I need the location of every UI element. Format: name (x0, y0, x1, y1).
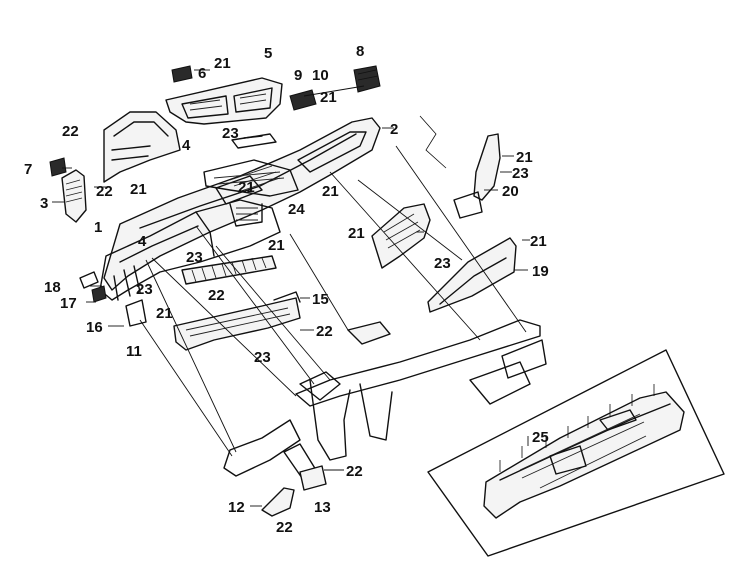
lower-bracket-12 (261, 487, 295, 517)
air-vent-8 (353, 65, 381, 93)
callout-21: 21 (530, 233, 547, 250)
callout-24: 24 (288, 201, 305, 218)
callout-23: 23 (136, 281, 153, 298)
callout-4: 4 (138, 233, 147, 250)
callout-2: 2 (390, 121, 398, 138)
air-vent-7 (49, 157, 67, 177)
callout-22: 22 (208, 287, 225, 304)
callout-17: 17 (60, 295, 77, 312)
side-vent-housing (61, 169, 87, 223)
lower-knee-panel (173, 291, 301, 351)
callout-21: 21 (156, 305, 173, 322)
callout-23: 23 (186, 249, 203, 266)
right-side-panel (419, 115, 501, 219)
callout-22: 22 (62, 123, 79, 140)
callout-3: 3 (40, 195, 48, 212)
callout-25: 25 (532, 429, 549, 446)
callout-10: 10 (312, 67, 329, 84)
callout-23: 23 (434, 255, 451, 272)
callout-21: 21 (516, 149, 533, 166)
callout-22: 22 (276, 519, 293, 536)
callout-22: 22 (346, 463, 363, 480)
air-vent-9 (289, 89, 317, 111)
glove-box (427, 237, 517, 313)
callout-21: 21 (130, 181, 147, 198)
console-top-piece (347, 321, 391, 345)
callout-21: 21 (322, 183, 339, 200)
assembled-dashboard-inset (427, 349, 725, 557)
callout-23: 23 (512, 165, 529, 182)
callout-16: 16 (86, 319, 103, 336)
cross-car-beam (223, 319, 547, 479)
glove-box-liner (371, 203, 431, 269)
callout-11: 11 (126, 343, 142, 360)
callout-labels: 1 2 3 4 4 5 6 7 8 9 10 11 12 13 15 16 17… (24, 43, 549, 536)
callout-21: 21 (214, 55, 231, 72)
dashboard-upper-panel (103, 117, 381, 291)
callout-23: 23 (254, 349, 271, 366)
callout-19: 19 (532, 263, 549, 280)
projection-lines (139, 85, 527, 457)
callout-4: 4 (182, 137, 191, 154)
left-trim-pieces (79, 271, 147, 327)
callout-18: 18 (44, 279, 61, 296)
callout-21: 21 (238, 179, 255, 196)
callout-23: 23 (222, 125, 239, 142)
callout-6: 6 (198, 65, 206, 82)
instrument-cluster-bezel (165, 77, 283, 125)
callout-20: 20 (502, 183, 519, 200)
callout-7: 7 (24, 161, 32, 178)
callout-12: 12 (228, 499, 245, 516)
callout-21: 21 (320, 89, 337, 106)
callout-13: 13 (314, 499, 331, 516)
callout-9: 9 (294, 67, 302, 84)
callout-22: 22 (96, 183, 113, 200)
air-vent-6 (171, 65, 193, 83)
cluster-hood (103, 111, 181, 183)
callout-8: 8 (356, 43, 364, 60)
callout-22: 22 (316, 323, 333, 340)
callout-1: 1 (94, 219, 102, 236)
callout-leaders (52, 69, 530, 507)
defroster-duct (203, 159, 299, 197)
callout-21: 21 (348, 225, 365, 242)
callout-21: 21 (268, 237, 285, 254)
callout-15: 15 (312, 291, 329, 308)
lower-bracket-13 (299, 465, 327, 491)
callout-5: 5 (264, 45, 272, 62)
